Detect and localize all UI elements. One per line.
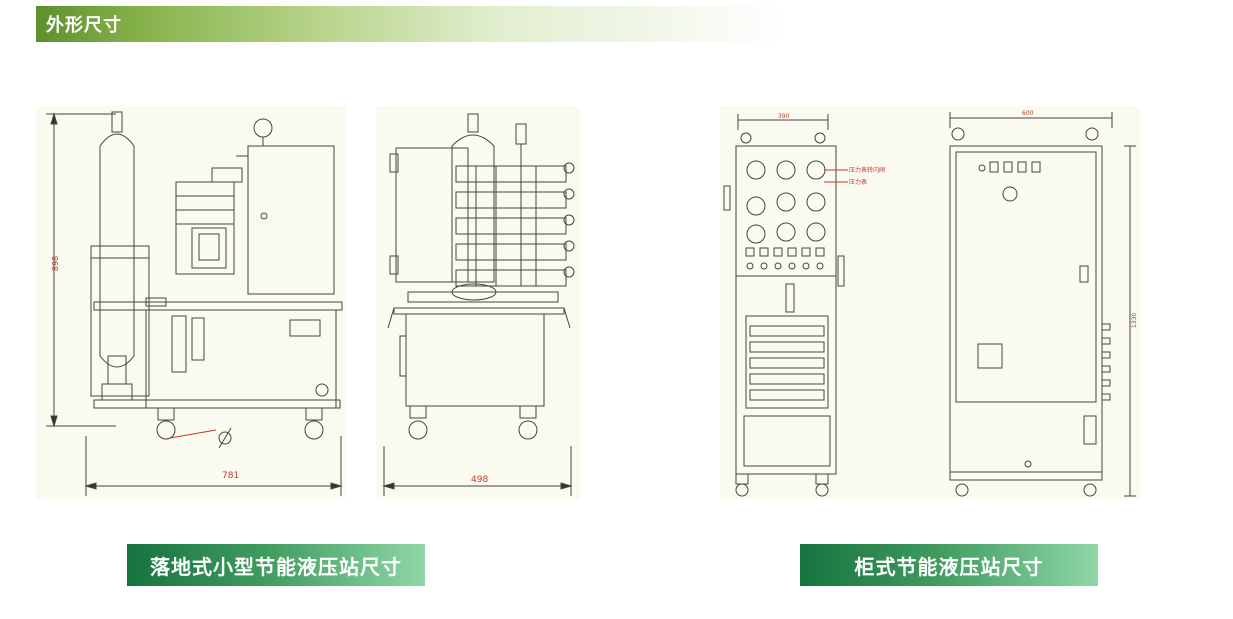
floor-front-drawing: 498: [376, 106, 580, 499]
floor-side-width-dim: 781: [222, 471, 239, 481]
cabinet-front-drawing: 390 压力表转闪阀 压力表: [720, 106, 924, 499]
caption-cabinet-type-text: 柜式节能液压站尺寸: [854, 554, 1044, 579]
cabinet-front-width-dim: 390: [778, 113, 790, 120]
caption-floor-type-text: 落地式小型节能液压站尺寸: [150, 554, 402, 579]
floor-side-drawing: 898 781: [36, 106, 346, 499]
cabinet-front-svg: 390 压力表转闪阀 压力表: [723, 113, 885, 497]
caption-floor-type: 落地式小型节能液压站尺寸: [127, 544, 425, 586]
cabinet-side-height-dim: 1330: [1131, 313, 1138, 328]
floor-front-svg: 498: [382, 113, 575, 496]
floor-side-height-dim: 898: [51, 256, 60, 271]
section-title: 外形尺寸: [46, 15, 122, 36]
section-header: 外形尺寸: [36, 6, 784, 42]
cabinet-side-drawing: 600 1330: [924, 106, 1140, 499]
floor-side-svg: 898 781: [46, 111, 343, 496]
cabinet-side-width-dim: 600: [1022, 110, 1034, 117]
cabinet-front-label-gauge: 压力表: [849, 178, 867, 186]
cabinet-side-svg: 600 1330: [949, 110, 1138, 497]
caption-cabinet-type: 柜式节能液压站尺寸: [800, 544, 1098, 586]
floor-front-width-dim: 498: [471, 475, 488, 485]
cabinet-front-label-gauge-switch: 压力表转闪阀: [849, 166, 885, 174]
